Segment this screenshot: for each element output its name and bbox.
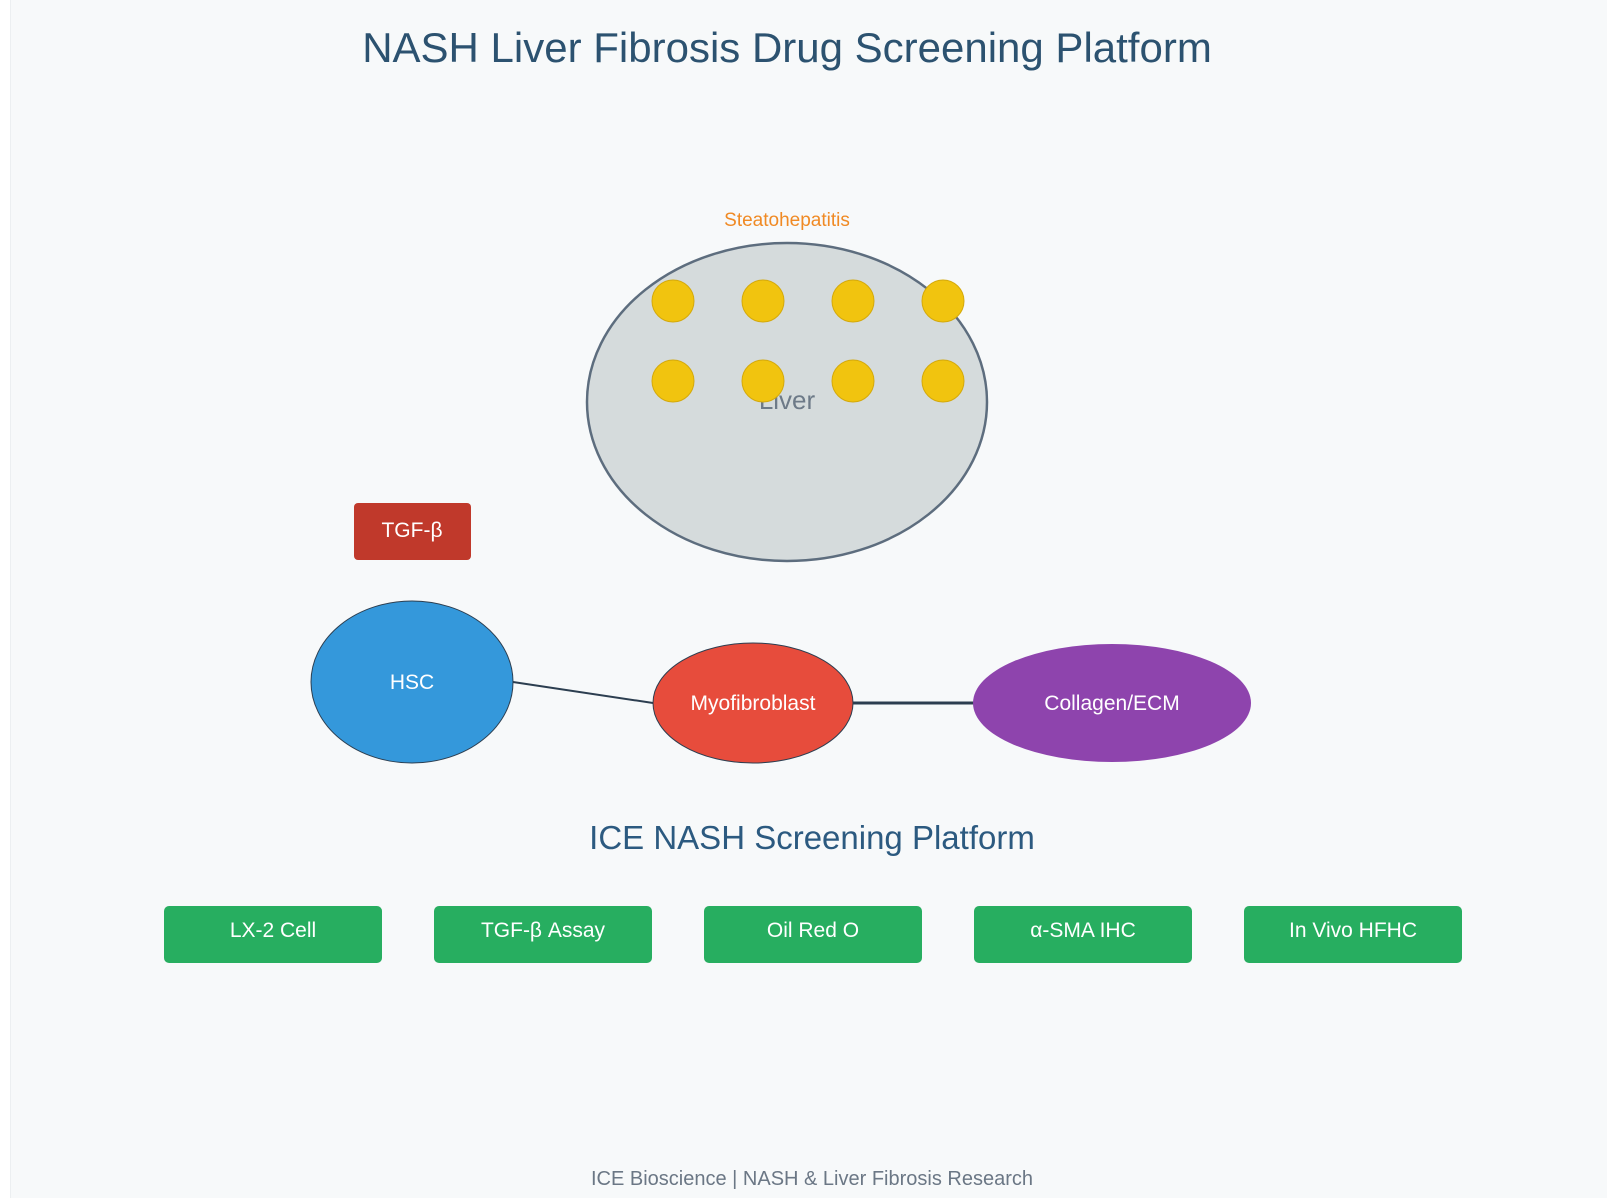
fat-droplets bbox=[651, 279, 965, 403]
fat-droplet bbox=[741, 279, 785, 323]
assay-button-box[interactable] bbox=[434, 906, 652, 963]
tgf-beta-signal: TGF-β bbox=[354, 503, 471, 560]
assay-button-in-vivo-hfhc[interactable]: In Vivo HFHC bbox=[1244, 906, 1462, 963]
fat-droplet bbox=[651, 359, 695, 403]
assay-button-label: LX-2 Cell bbox=[230, 919, 316, 942]
connector-hsc-myofibroblast bbox=[512, 681, 654, 704]
diagram-canvas: NASH Liver Fibrosis Drug Screening Platf… bbox=[10, 0, 1607, 1198]
tgf-beta-box bbox=[354, 503, 471, 560]
assay-button-label: α-SMA IHC bbox=[1030, 919, 1135, 942]
steatohepatitis-label: Steatohepatitis bbox=[724, 210, 850, 231]
hsc-label: HSC bbox=[390, 671, 434, 694]
assay-button-box[interactable] bbox=[1244, 906, 1462, 963]
myofibroblast-label: Myofibroblast bbox=[691, 692, 816, 715]
collagen-ecm-shape bbox=[973, 644, 1251, 762]
assay-button-box[interactable] bbox=[974, 906, 1192, 963]
assay-button-label: In Vivo HFHC bbox=[1289, 919, 1417, 942]
hsc-shape bbox=[310, 600, 514, 764]
node-collagen-ecm: Collagen/ECM bbox=[973, 644, 1251, 762]
page-title: NASH Liver Fibrosis Drug Screening Platf… bbox=[362, 24, 1212, 71]
assay-button-box[interactable] bbox=[704, 906, 922, 963]
node-hsc: HSC bbox=[310, 600, 514, 764]
node-myofibroblast: Myofibroblast bbox=[652, 642, 854, 764]
assay-button-box[interactable] bbox=[164, 906, 382, 963]
fat-droplet bbox=[831, 359, 875, 403]
assay-button-label: Oil Red O bbox=[767, 919, 859, 942]
liver-shape bbox=[585, 241, 989, 563]
myofibroblast-shape bbox=[652, 642, 854, 764]
fat-droplet bbox=[651, 279, 695, 323]
fat-droplet bbox=[921, 279, 965, 323]
tgf-beta-label: TGF-β bbox=[381, 519, 442, 542]
assay-button-alpha-sma-ihc[interactable]: α-SMA IHC bbox=[974, 906, 1192, 963]
liver-group: Steatohepatitis Liver bbox=[585, 210, 989, 563]
assay-button-tgf-beta-assay[interactable]: TGF-β Assay bbox=[434, 906, 652, 963]
fat-droplet bbox=[831, 279, 875, 323]
fat-droplet bbox=[921, 359, 965, 403]
assay-button-lx2-cell[interactable]: LX-2 Cell bbox=[164, 906, 382, 963]
footer-text: ICE Bioscience | NASH & Liver Fibrosis R… bbox=[591, 1168, 1033, 1190]
collagen-ecm-label: Collagen/ECM bbox=[1044, 692, 1179, 715]
diagram-svg: NASH Liver Fibrosis Drug Screening Platf… bbox=[164, 24, 1462, 1190]
assay-button-oil-red-o[interactable]: Oil Red O bbox=[704, 906, 922, 963]
assay-button-label: TGF-β Assay bbox=[481, 919, 606, 942]
platform-heading: ICE NASH Screening Platform bbox=[589, 819, 1035, 856]
fat-droplet bbox=[741, 359, 785, 403]
